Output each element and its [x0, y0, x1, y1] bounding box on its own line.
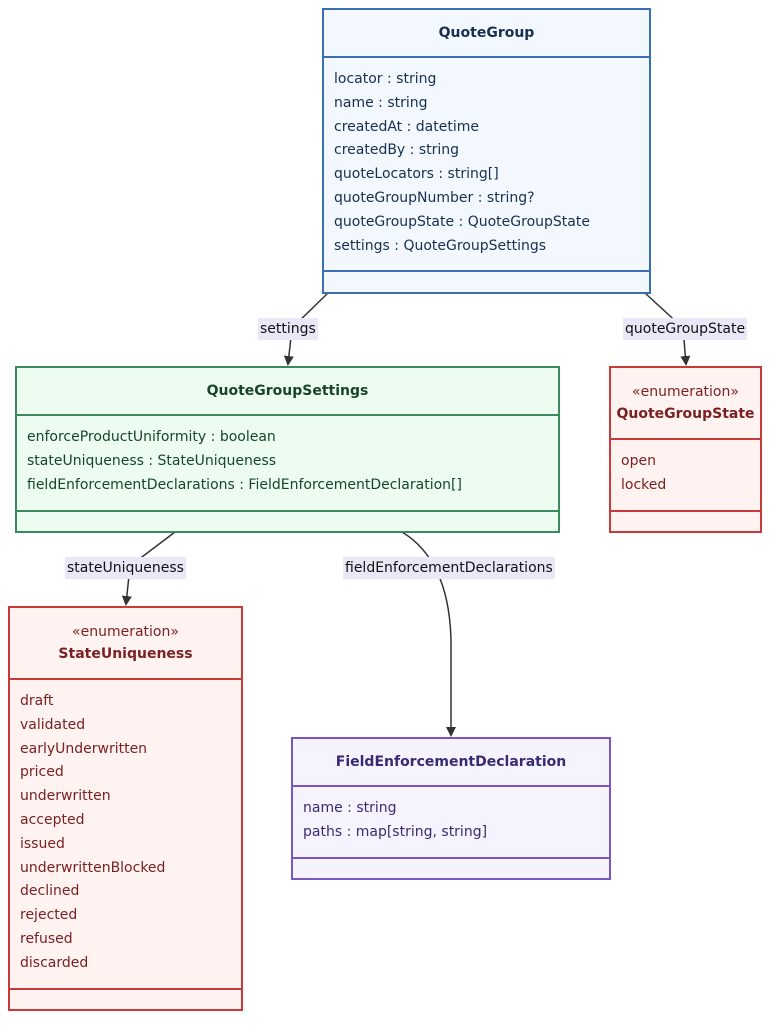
member-list: name : string paths : map[string, string… — [293, 787, 609, 859]
member-list: locator : string name : string createdAt… — [324, 58, 649, 272]
class-header: QuoteGroup — [324, 10, 649, 58]
enum-value: earlyUnderwritten — [20, 740, 148, 757]
enum-value: priced — [20, 764, 64, 781]
edge-label-state-uniqueness: stateUniqueness — [65, 557, 186, 579]
member-attribute: settings : QuoteGroupSettings — [334, 237, 547, 254]
enum-state-uniqueness[interactable]: «enumeration» StateUniqueness draft vali… — [8, 606, 243, 1011]
class-name: FieldEnforcementDeclaration — [335, 754, 567, 770]
enum-value: declined — [20, 883, 80, 900]
class-name: QuoteGroupState — [616, 406, 755, 422]
class-header: «enumeration» StateUniqueness — [10, 608, 241, 680]
member-attribute: createdAt : datetime — [334, 118, 479, 135]
class-quote-group[interactable]: QuoteGroup locator : string name : strin… — [322, 8, 651, 294]
enum-value: underwritten — [20, 788, 111, 805]
class-header: «enumeration» QuoteGroupState — [611, 368, 760, 440]
enum-value: draft — [20, 693, 54, 709]
enum-value: open — [621, 453, 656, 469]
enum-value: accepted — [20, 811, 85, 828]
edge-label-settings: settings — [258, 318, 318, 340]
class-name: StateUniqueness — [58, 646, 193, 662]
enum-value: rejected — [20, 907, 78, 924]
class-quote-group-settings[interactable]: QuoteGroupSettings enforceProductUniform… — [15, 366, 560, 533]
edge-label-quote-group-state: quoteGroupState — [623, 318, 748, 340]
edge-label-field-enforcement-declarations: fieldEnforcementDeclarations — [343, 557, 555, 579]
stereotype-label: «enumeration» — [632, 384, 739, 400]
class-field-enforcement-declaration[interactable]: FieldEnforcementDeclaration name : strin… — [291, 737, 611, 880]
member-attribute: enforceProductUniformity : boolean — [27, 429, 276, 445]
member-list: open locked — [611, 440, 760, 512]
enum-value: underwrittenBlocked — [20, 859, 166, 876]
member-attribute: name : string — [334, 94, 428, 111]
enum-value: discarded — [20, 954, 89, 971]
enum-value: validated — [20, 716, 86, 733]
class-name: QuoteGroup — [438, 25, 535, 41]
edge-field-enforcement-declarations — [401, 531, 456, 737]
member-attribute: locator : string — [334, 71, 437, 87]
member-attribute: quoteLocators : string[] — [334, 166, 499, 183]
member-attribute: createdBy : string — [334, 142, 460, 159]
class-name: QuoteGroupSettings — [206, 383, 369, 399]
member-list: enforceProductUniformity : boolean state… — [17, 416, 558, 512]
member-attribute: quoteGroupState : QuoteGroupState — [334, 213, 590, 230]
member-attribute: stateUniqueness : StateUniqueness — [27, 452, 277, 469]
enum-quote-group-state[interactable]: «enumeration» QuoteGroupState open locke… — [609, 366, 762, 533]
enum-value: issued — [20, 835, 65, 852]
class-header: QuoteGroupSettings — [17, 368, 558, 416]
member-attribute: name : string — [303, 800, 397, 816]
member-attribute: fieldEnforcementDeclarations : FieldEnfo… — [27, 476, 462, 493]
member-attribute: quoteGroupNumber : string? — [334, 189, 535, 206]
member-list: draft validated earlyUnderwritten priced… — [10, 680, 241, 990]
stereotype-label: «enumeration» — [72, 624, 179, 640]
enum-value: refused — [20, 930, 73, 947]
class-header: FieldEnforcementDeclaration — [293, 739, 609, 787]
enum-value: locked — [621, 476, 667, 493]
member-attribute: paths : map[string, string] — [303, 823, 488, 840]
